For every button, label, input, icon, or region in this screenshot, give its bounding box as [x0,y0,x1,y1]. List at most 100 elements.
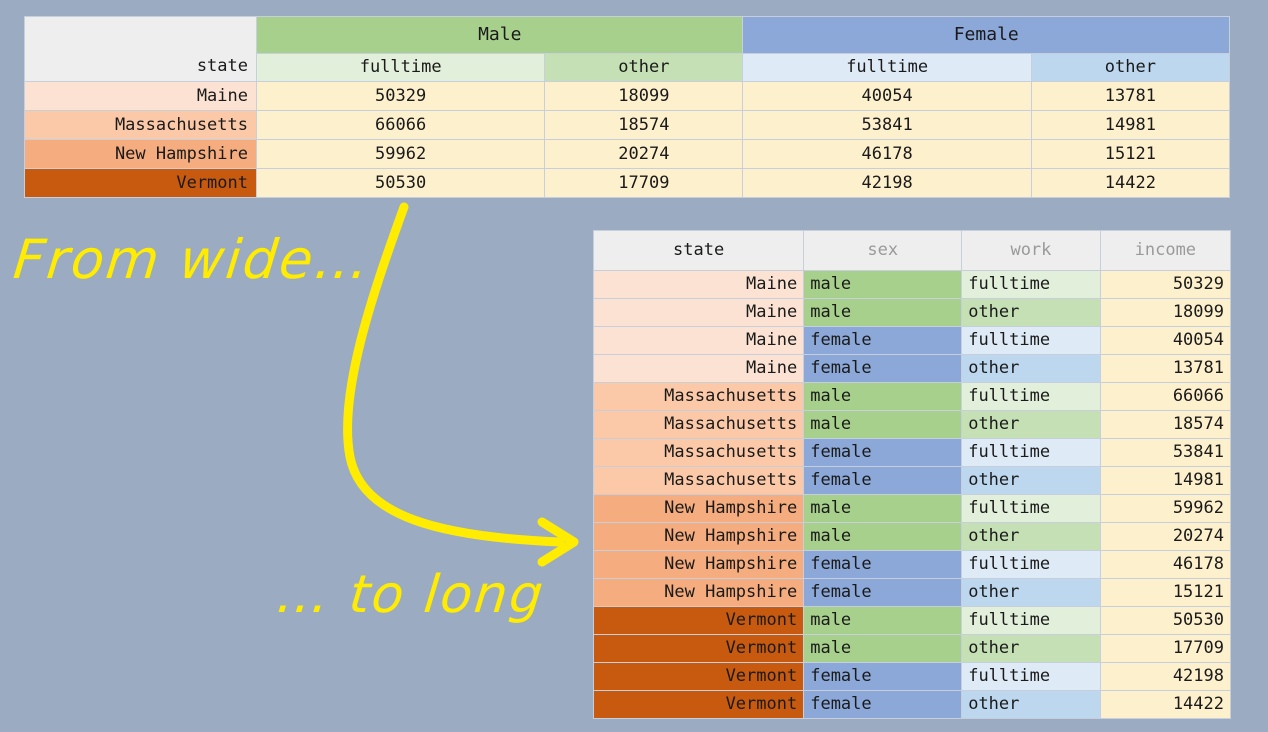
long-table-header-row: state sex work income [594,231,1230,270]
long-cell-income: 18574 [1100,411,1230,438]
long-cell-sex: female [804,551,962,578]
long-cell-sex: female [804,467,962,494]
long-cell-state: Maine [594,271,804,298]
wide-cell-state: New Hampshire [25,140,256,168]
long-cell-sex: male [804,607,962,634]
wide-cell-male-other: 17709 [545,169,743,197]
long-cell-income: 18099 [1100,299,1230,326]
long-cell-income: 13781 [1100,355,1230,382]
long-cell-work: other [962,355,1100,382]
long-cell-state: Vermont [594,663,804,690]
wide-cell-state: Maine [25,82,256,110]
wide-cell-male-fulltime: 50530 [257,169,545,197]
wide-cell-state: Massachusetts [25,111,256,139]
long-cell-work: other [962,635,1100,662]
long-cell-work: other [962,691,1100,718]
wide-cell-female-other: 14981 [1031,111,1229,139]
long-cell-state: Massachusetts [594,467,804,494]
wide-cell-female-fulltime: 53841 [743,111,1031,139]
wide-cell-male-fulltime: 59962 [257,140,545,168]
long-cell-work: other [962,299,1100,326]
annotation-to-long: … to long [273,565,548,625]
long-header-sex: sex [804,231,962,270]
long-cell-state: Maine [594,327,804,354]
long-header-income: income [1100,231,1230,270]
long-cell-income: 15121 [1100,579,1230,606]
long-cell-sex: female [804,579,962,606]
long-cell-work: fulltime [962,439,1100,466]
long-cell-work: fulltime [962,551,1100,578]
wide-cell-male-fulltime: 50329 [257,82,545,110]
long-cell-income: 50329 [1100,271,1230,298]
long-cell-sex: male [804,635,962,662]
wide-cell-female-other: 13781 [1031,82,1229,110]
long-cell-sex: male [804,411,962,438]
wide-table-head: state Male Female fulltime other fulltim… [25,17,1229,81]
long-cell-income: 40054 [1100,327,1230,354]
wide-format-table: state Male Female fulltime other fulltim… [24,16,1230,198]
long-cell-state: Vermont [594,635,804,662]
long-cell-income: 50530 [1100,607,1230,634]
long-cell-state: Maine [594,355,804,382]
wide-header-male-fulltime: fulltime [257,54,545,81]
long-cell-income: 66066 [1100,383,1230,410]
long-cell-work: fulltime [962,327,1100,354]
long-cell-work: fulltime [962,495,1100,522]
long-cell-sex: male [804,271,962,298]
long-table-head: state sex work income [594,231,1230,270]
wide-table-sub-header-row: fulltime other fulltime other [25,54,1229,81]
long-cell-income: 14981 [1100,467,1230,494]
long-cell-state: New Hampshire [594,551,804,578]
long-cell-income: 59962 [1100,495,1230,522]
long-cell-work: other [962,579,1100,606]
long-cell-work: fulltime [962,383,1100,410]
wide-header-male-other: other [545,54,743,81]
annotation-from-wide: From wide… [10,228,375,291]
wide-cell-male-other: 18099 [545,82,743,110]
long-cell-sex: male [804,383,962,410]
long-cell-state: Maine [594,299,804,326]
long-cell-state: New Hampshire [594,495,804,522]
long-cell-sex: female [804,355,962,382]
long-cell-work: other [962,467,1100,494]
wide-header-female-fulltime: fulltime [743,54,1031,81]
long-cell-income: 14422 [1100,691,1230,718]
long-cell-state: Massachusetts [594,411,804,438]
wide-cell-female-other: 14422 [1031,169,1229,197]
wide-cell-state: Vermont [25,169,256,197]
long-cell-state: New Hampshire [594,523,804,550]
wide-table-group-female: Female [743,17,1229,53]
long-cell-sex: male [804,523,962,550]
long-cell-state: Vermont [594,691,804,718]
long-cell-work: fulltime [962,663,1100,690]
long-cell-income: 53841 [1100,439,1230,466]
long-cell-sex: male [804,495,962,522]
wide-cell-female-fulltime: 40054 [743,82,1031,110]
long-cell-income: 42198 [1100,663,1230,690]
long-header-state: state [594,231,804,270]
wide-header-female-other: other [1031,54,1229,81]
long-cell-sex: male [804,299,962,326]
long-cell-work: fulltime [962,271,1100,298]
long-cell-work: fulltime [962,607,1100,634]
long-cell-sex: female [804,663,962,690]
wide-cell-male-fulltime: 66066 [257,111,545,139]
